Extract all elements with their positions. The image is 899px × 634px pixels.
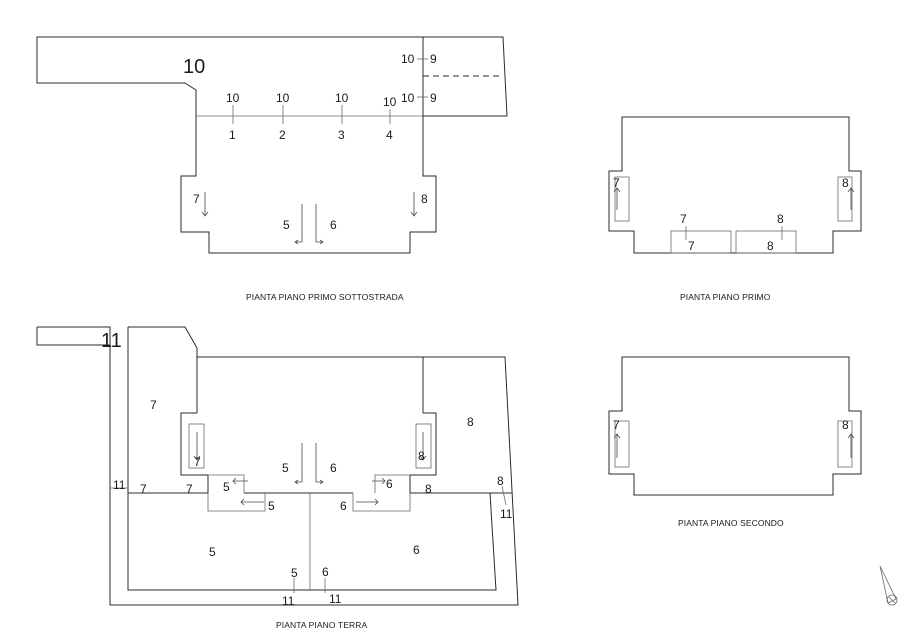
right-arrow-icon — [372, 477, 386, 485]
down-arrow-icon — [410, 192, 418, 217]
right-arrow-icon — [356, 498, 379, 506]
plan-label: 1 — [229, 128, 236, 142]
left-arrow-icon — [240, 498, 264, 506]
up-arrow-icon — [613, 433, 621, 458]
stair-box — [188, 423, 205, 469]
plan-label: 9 — [430, 52, 437, 66]
plan-label: 7 — [613, 418, 620, 432]
stair-box — [837, 420, 853, 468]
plan-title-second-floor: PIANTA PIANO SECONDO — [678, 518, 784, 528]
plan-label: 11 — [113, 478, 126, 492]
plan-first-basement: 10 10 9 10 10 10 10 10 9 1 2 3 4 7 8 5 6 — [36, 36, 508, 254]
plan-label: 5 — [209, 545, 216, 559]
plan-label: 3 — [338, 128, 345, 142]
plan-label: 10 — [383, 95, 397, 109]
ground-floor-outer-outline — [37, 326, 519, 606]
plan-label: 8 — [842, 176, 849, 190]
plan-second-floor: 7 8 — [608, 356, 862, 496]
tick-mark — [501, 485, 507, 506]
plan-label: 10 — [226, 91, 240, 105]
plan-title-first-floor: PIANTA PIANO PRIMO — [680, 292, 771, 302]
stair-box — [415, 423, 432, 469]
plan-label: 8 — [842, 418, 849, 432]
plan-label: 6 — [340, 499, 347, 513]
plan-label: 11 — [329, 592, 342, 606]
stair-arrow-icon — [294, 204, 303, 245]
sector-label: 10 — [183, 56, 205, 78]
sector-label: 11 — [101, 330, 122, 352]
plan-label: 7 — [680, 212, 687, 226]
plan-label: 8 — [418, 449, 425, 463]
entry-box-right — [352, 474, 411, 512]
plan-label: 8 — [497, 474, 504, 488]
plan-label: 7 — [186, 482, 193, 496]
plan-label: 8 — [767, 239, 774, 253]
plan-label: 7 — [150, 398, 157, 412]
balcony-box — [735, 230, 797, 254]
plan-label: 6 — [330, 461, 337, 475]
plan-first-floor: 7 8 7 8 7 8 — [608, 116, 862, 254]
plan-label: 5 — [282, 461, 289, 475]
stair-box — [614, 176, 630, 222]
left-arrow-icon — [232, 477, 248, 485]
plan-label: 8 — [425, 482, 432, 496]
plan-label: 10 — [401, 91, 415, 105]
plan-label: 8 — [777, 212, 784, 226]
down-arrow-icon — [201, 192, 209, 217]
stair-arrow-icon — [294, 443, 303, 485]
stair-box — [614, 420, 630, 468]
plan-label: 10 — [335, 91, 349, 105]
up-arrow-icon — [847, 433, 855, 458]
plan-label: 6 — [413, 543, 420, 557]
stair-box — [837, 176, 853, 222]
up-arrow-icon — [613, 187, 621, 210]
plan-label: 10 — [276, 91, 290, 105]
plan-label: 7 — [613, 176, 620, 190]
plan-label: 2 — [279, 128, 286, 142]
plan-label: 6 — [330, 218, 337, 232]
plan-label: 10 — [401, 52, 415, 66]
plan-label: 8 — [421, 192, 428, 206]
balcony-box — [670, 230, 732, 254]
second-floor-outline — [608, 356, 862, 496]
stair-block-right — [409, 412, 437, 493]
plan-label: 6 — [386, 477, 393, 491]
plan-label: 8 — [467, 415, 474, 429]
north-arrow-icon — [879, 565, 898, 606]
plan-label: 7 — [140, 482, 147, 496]
stair-arrow-icon — [315, 443, 324, 485]
stair-arrow-icon — [315, 204, 324, 245]
down-arrow-icon — [419, 432, 427, 461]
plan-label: 11 — [500, 507, 513, 521]
plan-label: 11 — [282, 594, 295, 608]
plan-label: 5 — [291, 566, 298, 580]
down-arrow-icon — [193, 432, 201, 461]
plan-label: 5 — [283, 218, 290, 232]
inner-outline — [127, 327, 497, 591]
plan-title-ground-floor: PIANTA PIANO TERRA — [276, 620, 368, 630]
up-arrow-icon — [847, 187, 855, 210]
entry-box-left — [207, 474, 266, 512]
sector-11-annex — [36, 327, 110, 346]
stair-block-left — [180, 412, 209, 493]
plan-label: 7 — [194, 455, 201, 469]
plan-label: 5 — [268, 499, 275, 513]
plan-ground-floor: 11 7 8 7 8 5 6 11 7 7 5 6 8 8 5 6 11 5 6… — [36, 326, 519, 608]
first-basement-outline — [36, 36, 508, 254]
plan-label: 4 — [386, 128, 393, 142]
plan-label: 7 — [193, 192, 200, 206]
plan-title-first-basement: PIANTA PIANO PRIMO SOTTOSTRADA — [246, 292, 404, 302]
plan-label: 7 — [688, 239, 695, 253]
plan-label: 6 — [322, 565, 329, 579]
plan-label: 9 — [430, 91, 437, 105]
plan-label: 5 — [223, 480, 230, 494]
first-floor-outline — [608, 116, 862, 254]
